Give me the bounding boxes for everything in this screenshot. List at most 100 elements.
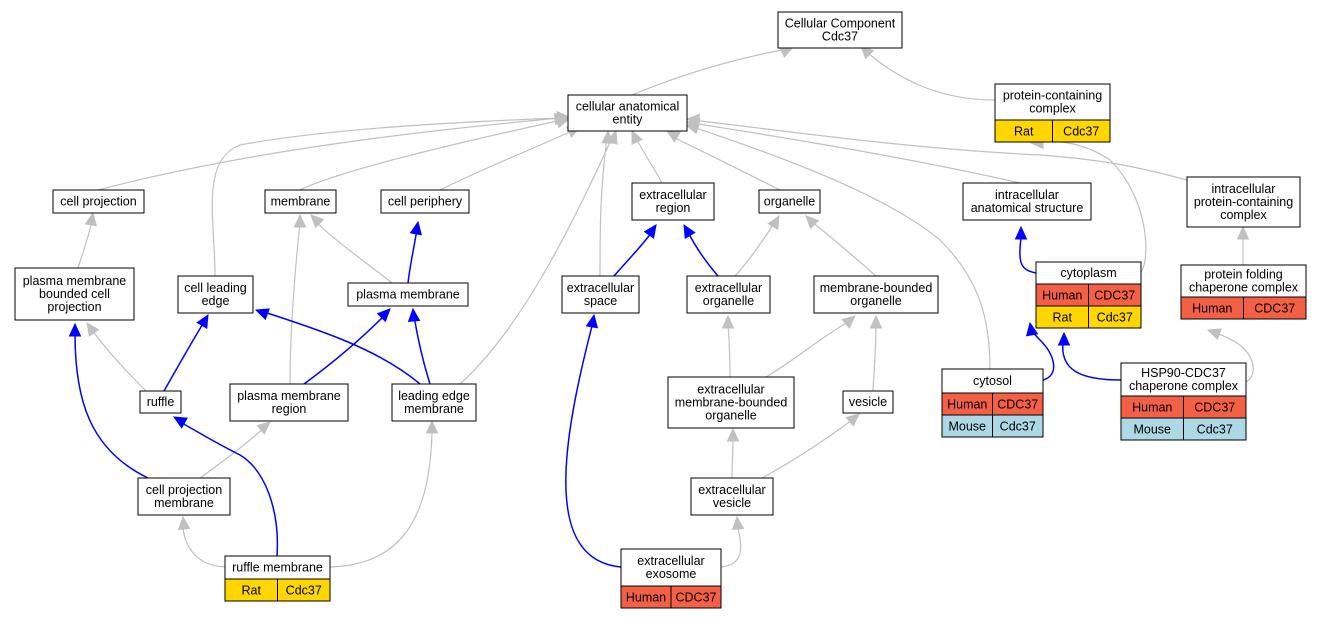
- edge-cytosol-to-cytoplasm: [1025, 321, 1055, 381]
- arrowhead-icon: [767, 214, 780, 230]
- gene-label: Cdc37: [286, 584, 322, 598]
- node-label-line: protein-containing: [1194, 195, 1293, 209]
- go-term-node-organelle[interactable]: organelle: [758, 189, 821, 214]
- edge-pm-to-membrane: [310, 214, 393, 284]
- edge-cellproj-to-cae: [97, 112, 569, 191]
- part-of-edge-line: [1062, 341, 1122, 381]
- node-label-line: extracellular: [697, 383, 764, 397]
- node-label-line: vesicle: [849, 395, 887, 409]
- gene-cell: [277, 578, 331, 602]
- is-a-edge-line: [635, 137, 663, 184]
- edge-ecmbo-to-mbo: [765, 315, 856, 378]
- node-label-line: edge: [202, 294, 230, 308]
- node-box: [686, 275, 771, 314]
- part-of-edge-line: [613, 231, 653, 277]
- node-label-line: exosome: [646, 567, 697, 581]
- go-term-node-vesicle[interactable]: vesicle: [842, 390, 894, 414]
- node-label-line: chaperone complex: [1189, 281, 1299, 295]
- node-label-line: membrane: [404, 402, 464, 416]
- node-label-line: plasma membrane: [356, 288, 460, 302]
- node-label-line: ruffle membrane: [232, 561, 323, 575]
- arrowhead-icon: [631, 129, 643, 145]
- node-label-line: protein folding: [1204, 268, 1283, 282]
- go-term-node-cellproj[interactable]: cell projection: [52, 189, 145, 214]
- node-label-line: organelle: [764, 195, 815, 209]
- node-label-line: extracellular: [567, 281, 634, 295]
- node-label-line: complex: [1220, 208, 1267, 222]
- arrowhead-icon: [86, 322, 100, 337]
- edge-lem-to-cle: [254, 308, 421, 385]
- gene-label: Cdc37: [1063, 125, 1099, 139]
- node-label-line: cellular anatomical: [576, 100, 680, 114]
- go-term-node-cellper[interactable]: cell periphery: [380, 189, 470, 214]
- node-label-line: chaperone complex: [1129, 379, 1239, 393]
- species-label: Human: [626, 591, 666, 605]
- node-label-line: cell projection: [146, 483, 222, 497]
- is-a-edge-line: [199, 427, 265, 479]
- arrowhead-icon: [1206, 328, 1222, 341]
- edge-ecspace-to-ecregion: [613, 224, 657, 277]
- node-box: [177, 275, 254, 314]
- is-a-edge-line: [691, 119, 1188, 181]
- go-term-node-membrane[interactable]: membrane: [264, 189, 337, 214]
- arrowhead-icon: [726, 427, 740, 442]
- node-label-line: intracellular: [1212, 182, 1276, 196]
- node-label-line: region: [272, 402, 307, 416]
- edge-cae-to-cc: [631, 46, 795, 96]
- go-term-node-pm[interactable]: plasma membrane: [347, 282, 469, 307]
- edge-cytoplasm-to-ias: [1014, 225, 1037, 274]
- part-of-edge-line: [303, 315, 385, 385]
- is-a-edge-line: [329, 431, 433, 568]
- node-box: [962, 182, 1092, 221]
- node-label-line: projection: [47, 300, 101, 314]
- arrowhead-icon: [172, 416, 188, 429]
- node-box: [690, 477, 774, 516]
- node-box: [380, 189, 470, 214]
- gene-cell: [1052, 119, 1111, 143]
- edge-pmbcp-to-cellproj: [77, 211, 98, 269]
- edge-pcc-to-cc: [860, 45, 996, 101]
- edge-ruffle-to-cle: [163, 313, 209, 392]
- species-label: Human: [947, 398, 987, 412]
- arrowhead-icon: [685, 113, 700, 127]
- gene-label: CDC37: [997, 398, 1038, 412]
- arrowhead-icon: [731, 515, 745, 530]
- node-box: [758, 189, 821, 214]
- node-label-line: cytoplasm: [1060, 266, 1116, 280]
- node-box: [631, 182, 715, 221]
- node-label-line: organelle: [705, 409, 756, 423]
- is-a-edge-line: [811, 221, 877, 277]
- node-box: [994, 83, 1111, 121]
- is-a-edge-line: [97, 117, 561, 191]
- node-label-line: ruffle: [147, 395, 175, 409]
- node-label-line: protein-containing: [1003, 89, 1102, 103]
- node-box: [229, 383, 349, 422]
- node-label-line: bounded cell: [39, 287, 110, 301]
- go-term-node-ruffle[interactable]: ruffle: [139, 390, 182, 414]
- is-a-edge-line: [720, 527, 742, 568]
